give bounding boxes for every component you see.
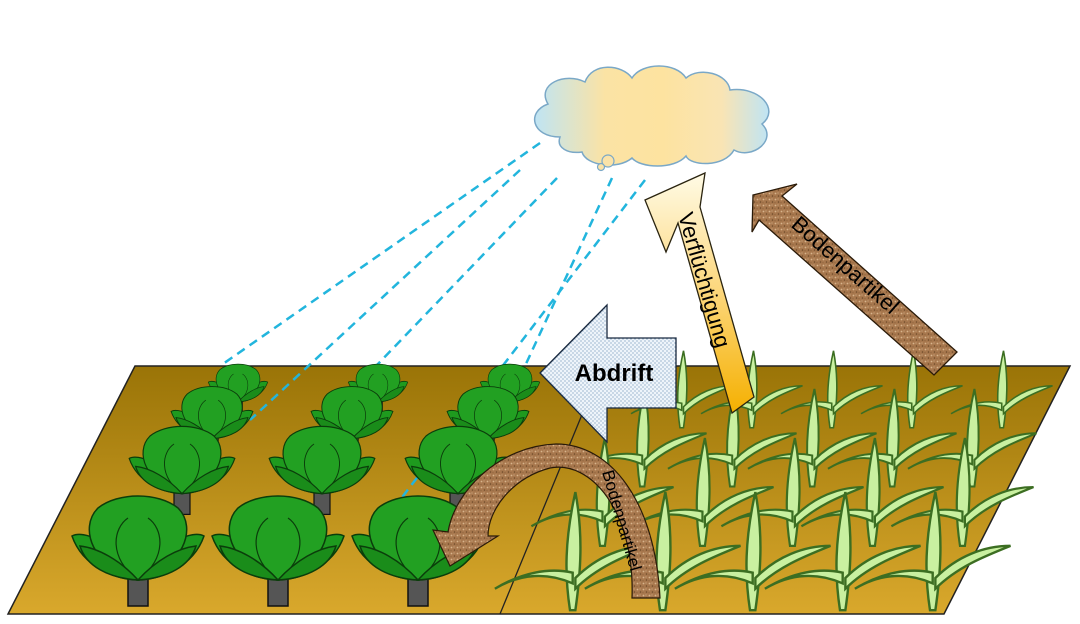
spray-line xyxy=(219,141,541,368)
spray-line xyxy=(249,169,521,421)
cloud-icon xyxy=(533,65,770,172)
spray-line xyxy=(375,177,558,367)
soil-particle-transport-arrow: Bodenpartikel xyxy=(751,183,958,376)
drift-label: Abdrift xyxy=(575,360,654,387)
soil-particles-large-label: Bodenpartikel xyxy=(787,211,904,319)
drift-arrow: Abdrift xyxy=(539,303,677,444)
